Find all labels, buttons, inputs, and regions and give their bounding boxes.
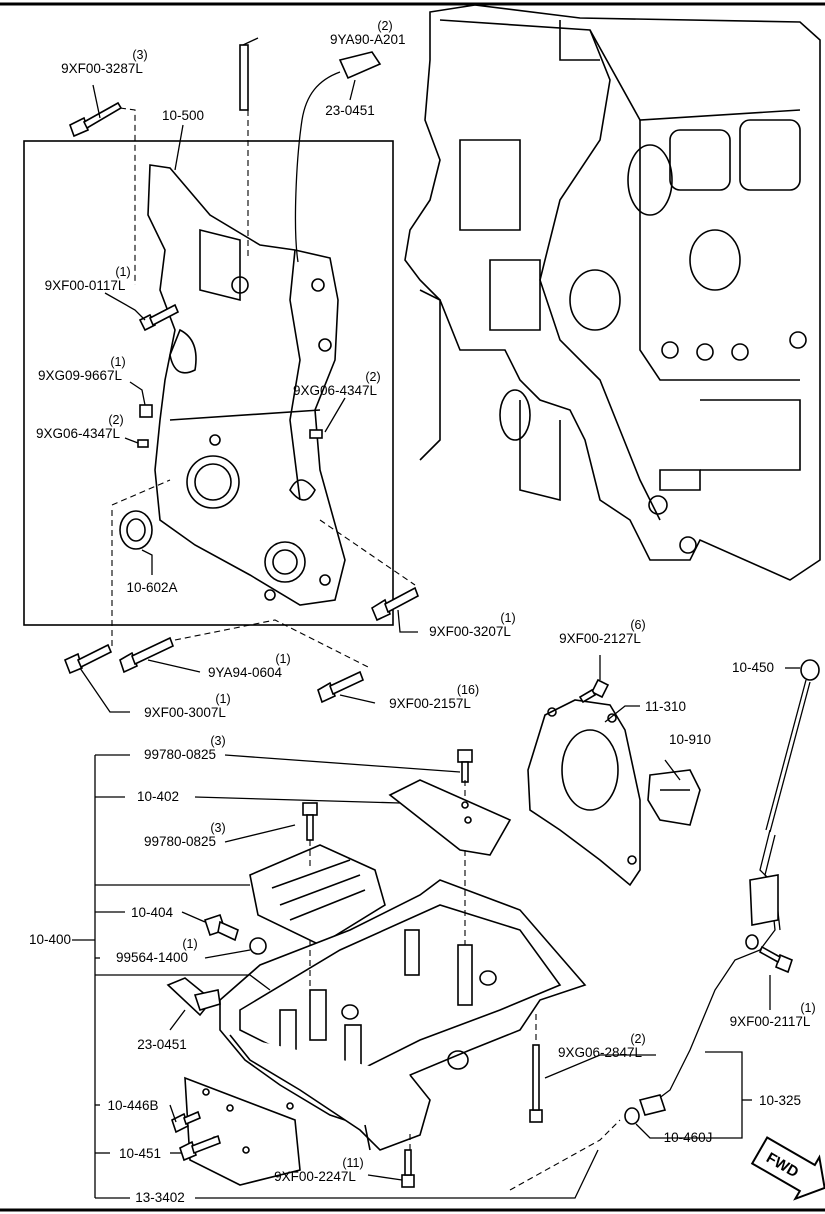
bolt-illustration-8 xyxy=(578,678,610,704)
callout-code-c1: 9YA90-A201 xyxy=(330,32,406,47)
callout-qty-c15: (16) xyxy=(457,683,479,697)
callout-code-c23: 99564-1400 xyxy=(116,950,188,965)
bolt-illustration-9 xyxy=(758,945,793,974)
callout-qty-c31: (11) xyxy=(342,1156,363,1170)
callout-code-c29: 10-451 xyxy=(119,1146,161,1161)
callout-code-c28: 10-325 xyxy=(759,1093,801,1108)
forward-direction-badge: FWD xyxy=(750,1136,825,1201)
bolt-illustration-1 xyxy=(69,101,123,138)
callout-code-c8: 9XG06-4347L xyxy=(36,426,121,441)
callout-code-c9: 10-602A xyxy=(126,580,177,595)
callout-code-c19: 10-402 xyxy=(137,789,179,804)
callout-qty-c8: (2) xyxy=(108,413,123,427)
callout-code-c4: 10-500 xyxy=(162,108,204,123)
callout-code-c26: 9XG06-2847L xyxy=(558,1045,643,1060)
callout-qty-c11: (1) xyxy=(275,652,290,666)
dipstick-illustration xyxy=(765,659,820,833)
callout-code-c16: 11-310 xyxy=(645,699,686,714)
dipstick-tube-upper xyxy=(294,71,341,263)
tube-bracket-illustration xyxy=(745,874,779,950)
callout-qty-c1: (2) xyxy=(377,19,392,33)
drain-plug-illustration xyxy=(203,913,239,942)
callout-qty-c26: (2) xyxy=(630,1032,645,1046)
callout-code-c6: 9XG09-9667L xyxy=(38,368,123,383)
callout-qty-c12: (1) xyxy=(215,692,230,706)
dowel-illustration xyxy=(137,429,323,448)
callout-code-c10: 9XF00-3207L xyxy=(429,624,511,639)
callout-code-c12: 9XF00-3007L xyxy=(144,705,226,720)
callout-code-c3: 23-0451 xyxy=(325,103,375,118)
callout-code-c27: 10-446B xyxy=(107,1098,158,1113)
baffle-plate-illustration xyxy=(388,779,512,856)
tube-cap-illustration xyxy=(338,51,382,80)
callout-qty-c24: (1) xyxy=(800,1001,815,1015)
callout-code-c7: 9XG06-4347L xyxy=(293,383,378,398)
stud-bolt-illustration xyxy=(239,44,249,111)
bolt-illustration-3 xyxy=(139,404,153,418)
oil-seal-illustration xyxy=(119,510,153,550)
bolt-illustration-6 xyxy=(370,586,419,622)
callout-code-c25: 23-0451 xyxy=(137,1037,187,1052)
bolt-illustration-5 xyxy=(119,636,175,674)
callout-code-c18: 99780-0825 xyxy=(144,747,216,762)
tube-cap-illustration-lower xyxy=(166,977,221,1017)
callout-qty-c18: (3) xyxy=(210,734,225,748)
bolt-illustration-13 xyxy=(179,1134,221,1162)
o-ring-illustration xyxy=(624,1107,640,1125)
bolt-illustration-12 xyxy=(171,1110,201,1134)
dipstick-tube-lower xyxy=(649,829,776,1106)
callout-qty-c23: (1) xyxy=(182,937,197,951)
tube-end-illustration xyxy=(638,1094,667,1116)
long-bolt-illustration xyxy=(529,1044,543,1123)
callout-code-c30: 10-460J xyxy=(664,1130,713,1145)
callout-qty-c20: (3) xyxy=(210,821,225,835)
timing-cover-kit-box xyxy=(23,140,394,626)
oil-pan-illustration xyxy=(219,879,587,1151)
bolt-illustration-11 xyxy=(302,802,318,841)
gasket-illustration xyxy=(249,937,267,955)
callout-qty-c5: (1) xyxy=(115,265,130,279)
callout-code-c22: 10-400 xyxy=(29,932,71,947)
callout-qty-c6: (1) xyxy=(110,355,125,369)
timing-cover-illustration xyxy=(147,164,346,606)
part-callout-labels: 9YA90-A201(2)9XF00-3287L(3)23-045110-500… xyxy=(29,19,816,1205)
callout-qty-c10: (1) xyxy=(500,611,515,625)
bearing-half-illustration xyxy=(647,769,701,826)
callout-code-c32: 13-3402 xyxy=(135,1190,185,1205)
engine-block-illustration xyxy=(404,4,821,581)
callout-code-c20: 99780-0825 xyxy=(144,834,216,849)
bolt-illustration-7 xyxy=(317,670,365,704)
callout-code-c13: 9XF00-2127L xyxy=(559,631,641,646)
callout-qty-c7: (2) xyxy=(365,370,380,384)
bolt-illustration-10 xyxy=(457,749,473,783)
callout-qty-c13: (6) xyxy=(630,618,645,632)
callout-code-c2: 9XF00-3287L xyxy=(61,61,143,76)
callout-code-c31: 9XF00-2247L xyxy=(274,1169,356,1184)
stiffener-plate-illustration xyxy=(249,844,386,946)
rear-seal-cover-illustration xyxy=(527,699,641,887)
callout-code-c17: 10-910 xyxy=(669,732,711,747)
callout-code-c21: 10-404 xyxy=(131,905,174,920)
callout-code-c14: 10-450 xyxy=(732,660,774,675)
callout-code-c24: 9XF00-2117L xyxy=(730,1014,811,1029)
bolt-illustration-14 xyxy=(401,1149,415,1188)
bolt-illustration-4 xyxy=(63,643,113,675)
callout-qty-c2: (3) xyxy=(132,48,147,62)
callout-code-c5: 9XF00-0117L xyxy=(45,278,126,293)
callout-code-c11: 9YA94-0604 xyxy=(208,665,283,680)
callout-code-c15: 9XF00-2157L xyxy=(389,696,471,711)
